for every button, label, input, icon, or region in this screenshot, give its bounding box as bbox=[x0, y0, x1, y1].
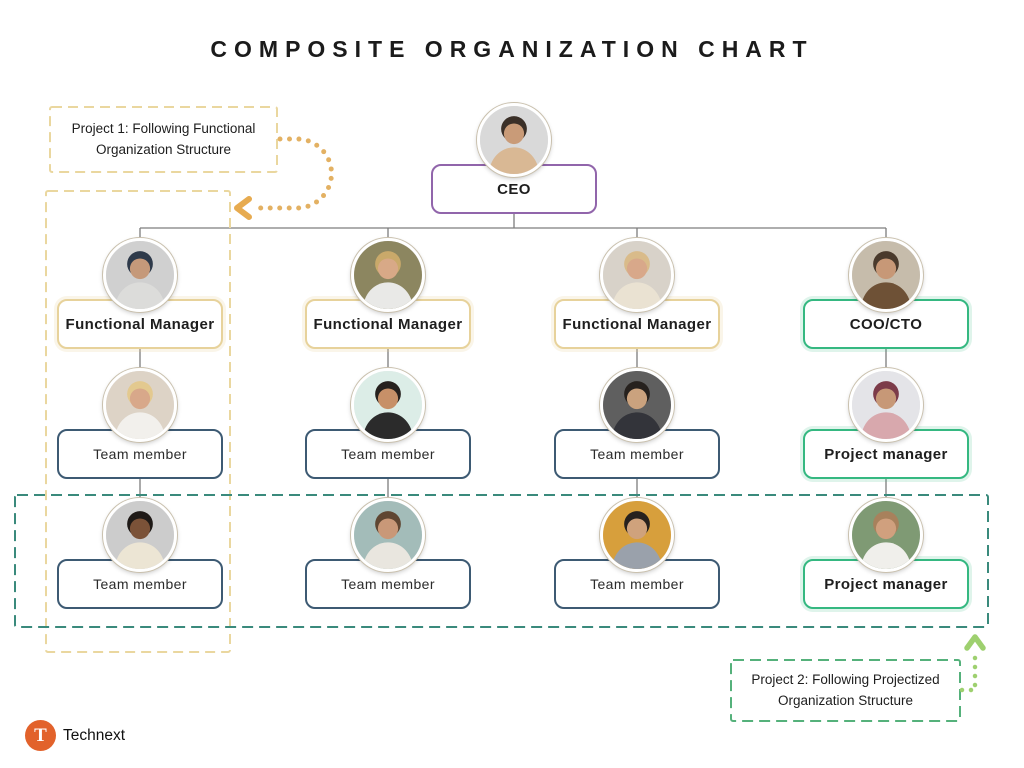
col4-project-manager1-photo bbox=[849, 368, 923, 442]
project2-note-line2: Organization Structure bbox=[777, 692, 914, 708]
project2-arrow-path bbox=[959, 648, 978, 693]
col4-project-manager2-role-label: Project manager bbox=[824, 575, 948, 593]
col4-coo-cto-role-label: COO/CTO bbox=[849, 315, 923, 333]
technext-brand: T Technext bbox=[25, 720, 125, 751]
project2-note: Project 2: Following Projectized Organiz… bbox=[731, 660, 960, 721]
technext-logo-icon: T bbox=[25, 720, 56, 751]
col1-member1-role-label: Team member bbox=[93, 446, 187, 462]
col2-member1-role-label: Team member bbox=[341, 446, 435, 462]
ceo-role-box: CEO bbox=[431, 164, 597, 214]
project1-zone-frame bbox=[45, 190, 231, 653]
col3-member1-role-label: Team member bbox=[590, 446, 684, 462]
connector-level3-drops bbox=[139, 479, 887, 500]
col1-manager-role-label: Functional Manager bbox=[65, 315, 215, 333]
project2-zone-frame bbox=[14, 494, 989, 628]
col2-member2-role-box: Team member bbox=[305, 559, 471, 609]
col2-manager-photo bbox=[351, 238, 425, 312]
connector-manager-drops bbox=[139, 228, 887, 241]
col2-member1-photo bbox=[351, 368, 425, 442]
col1-member2-role-label: Team member bbox=[93, 576, 187, 592]
project1-arrowhead-icon bbox=[234, 196, 252, 220]
col1-member1-photo bbox=[103, 368, 177, 442]
col3-member2-role-label: Team member bbox=[590, 576, 684, 592]
col3-manager-photo bbox=[600, 238, 674, 312]
col2-member2-role-label: Team member bbox=[341, 576, 435, 592]
col1-member2-photo bbox=[103, 498, 177, 572]
col4-project-manager1-role-label: Project manager bbox=[824, 445, 948, 463]
col2-manager-role-label: Functional Manager bbox=[313, 315, 463, 333]
col4-coo-cto-photo bbox=[849, 238, 923, 312]
col3-member2-photo bbox=[600, 498, 674, 572]
col4-project-manager2-photo bbox=[849, 498, 923, 572]
page-title: COMPOSITE ORGANIZATION CHART bbox=[210, 36, 814, 62]
project2-note-line1: Project 2: Following Projectized bbox=[751, 672, 940, 688]
project1-note: Project 1: Following Functional Organiza… bbox=[50, 107, 277, 172]
connector-level2-drops bbox=[139, 349, 887, 370]
project1-arrow-path bbox=[250, 136, 334, 211]
col1-manager-role-box: Functional Manager bbox=[57, 299, 223, 349]
technext-logo-text: Technext bbox=[63, 726, 126, 744]
project2-arrowhead-icon bbox=[964, 634, 986, 651]
project1-note-line1: Project 1: Following Functional bbox=[71, 121, 256, 137]
project1-note-line2: Organization Structure bbox=[95, 141, 232, 157]
ceo-role-label: CEO bbox=[497, 180, 531, 198]
ceo-photo bbox=[477, 103, 551, 177]
col2-member2-photo bbox=[351, 498, 425, 572]
col3-member1-photo bbox=[600, 368, 674, 442]
col1-manager-photo bbox=[103, 238, 177, 312]
col4-coo-cto-role-box: COO/CTO bbox=[803, 299, 969, 349]
col3-manager-role-label: Functional Manager bbox=[562, 315, 712, 333]
project1-label-frame bbox=[49, 106, 278, 173]
